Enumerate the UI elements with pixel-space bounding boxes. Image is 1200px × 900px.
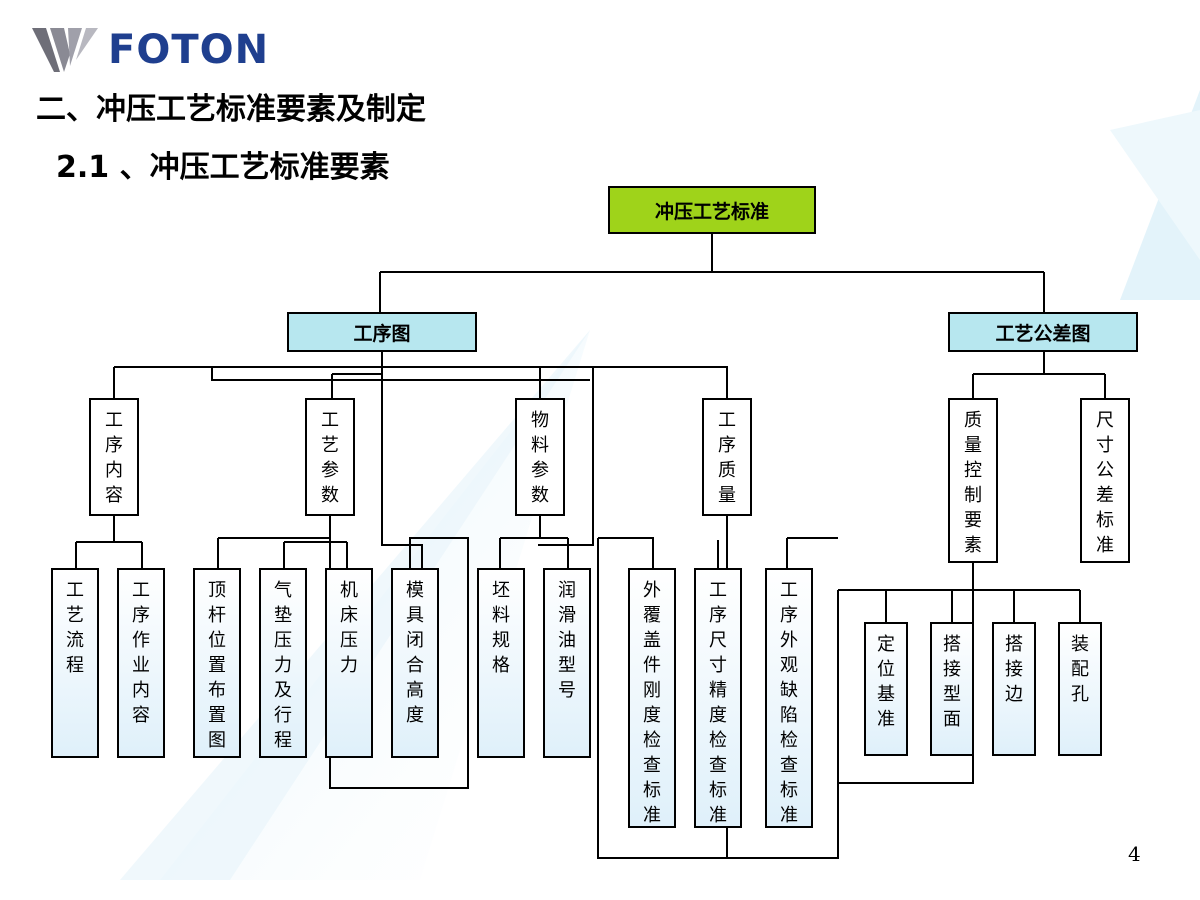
node-tolerance-standard: 尺寸公差标准 [1080,398,1130,563]
quality-control-label: 质量控制要素 [964,410,982,556]
leaf-cushion-pressure: 气垫压力及行程 [259,568,307,758]
leaf-process-flow: 工艺流程 [51,568,99,758]
lube-type-label: 润滑油型号 [558,580,576,701]
section-title: 2.1 、冲压工艺标准要素 [56,150,390,185]
foton-logo: FOTON [30,20,269,80]
die-height-label: 模具闭合高度 [406,580,424,726]
lap-surface-label: 搭接型面 [943,634,961,730]
blank-spec-label: 坯料规格 [492,580,510,676]
node-quality-control: 质量控制要素 [948,398,998,563]
page-number: 4 [1128,842,1141,866]
work-content-label: 工序作业内容 [132,580,150,726]
node-process-content: 工序内容 [89,398,139,516]
node-process-quality: 工序质量 [702,398,752,516]
leaf-work-content: 工序作业内容 [117,568,165,758]
tolerance-standard-label: 尺寸公差标准 [1096,410,1114,556]
cushion-pressure-label: 气垫压力及行程 [274,580,292,751]
node-material-params: 物料参数 [515,398,565,516]
root-label: 冲压工艺标准 [654,200,769,223]
node-tolerance-chart: 工艺公差图 [948,312,1138,352]
process-content-label: 工序内容 [105,410,123,506]
node-process-params: 工艺参数 [305,398,355,516]
process-flow-label: 工艺流程 [66,580,84,676]
leaf-locating-datum: 定位基准 [864,622,908,756]
dimension-precision-label: 工序尺寸精度检查标准 [709,580,727,826]
leaf-press-force: 机床压力 [325,568,373,758]
tolerance-chart-label: 工艺公差图 [995,322,1091,345]
foton-emblem-icon [32,28,98,72]
leaf-die-height: 模具闭合高度 [391,568,439,758]
process-params-label: 工艺参数 [321,410,339,506]
process-quality-label: 工序质量 [718,410,736,506]
root-node: 冲压工艺标准 [608,186,816,234]
leaf-lap-edge: 搭接边 [992,622,1036,756]
material-params-label: 物料参数 [531,410,549,506]
press-force-label: 机床压力 [340,580,358,676]
locating-datum-label: 定位基准 [877,634,895,730]
leaf-cover-stiffness: 外覆盖件刚度检查标准 [628,568,676,828]
process-chart-label: 工序图 [353,322,411,345]
page-title: 二、冲压工艺标准要素及制定 [36,92,426,127]
leaf-assembly-hole: 装配孔 [1058,622,1102,756]
appearance-defect-label: 工序外观缺陷检查标准 [780,580,798,826]
assembly-hole-label: 装配孔 [1071,634,1089,705]
lap-edge-label: 搭接边 [1005,634,1023,705]
cover-stiffness-label: 外覆盖件刚度检查标准 [643,580,661,826]
leaf-ejector-layout: 顶杆位置布置图 [193,568,241,758]
leaf-dimension-precision: 工序尺寸精度检查标准 [694,568,742,828]
leaf-blank-spec: 坯料规格 [477,568,525,758]
leaf-appearance-defect: 工序外观缺陷检查标准 [765,568,813,828]
node-process-chart: 工序图 [287,312,477,352]
logo-text: FOTON [108,27,270,73]
ejector-layout-label: 顶杆位置布置图 [208,580,226,751]
leaf-lube-type: 润滑油型号 [543,568,591,758]
leaf-lap-surface: 搭接型面 [930,622,974,756]
